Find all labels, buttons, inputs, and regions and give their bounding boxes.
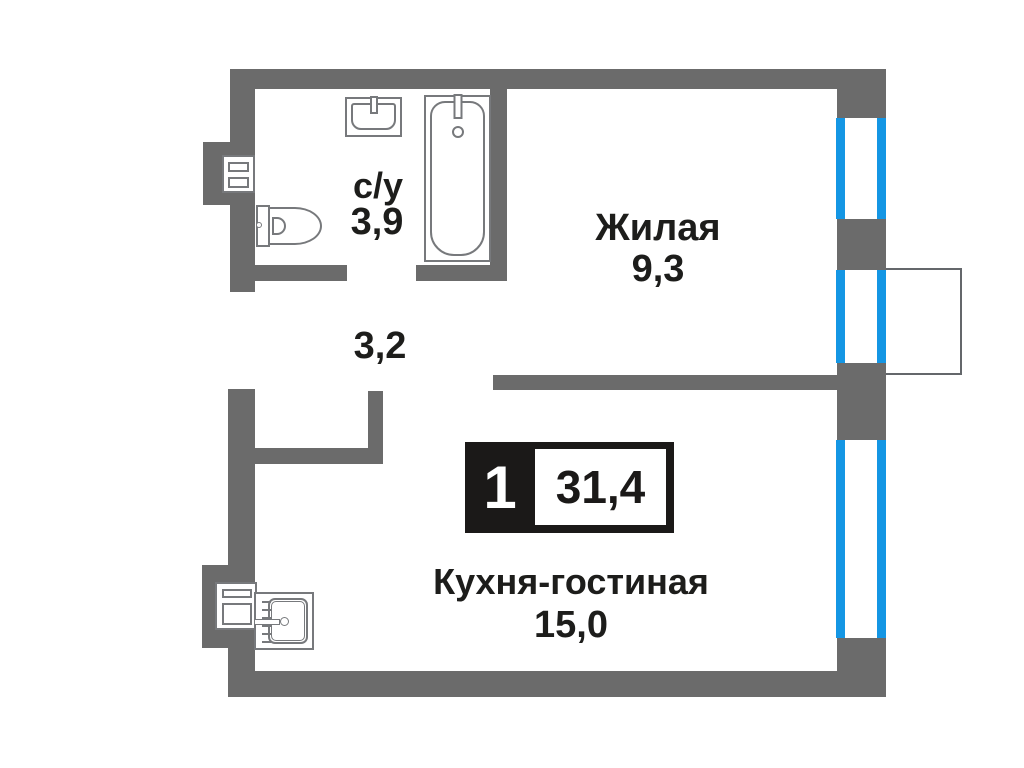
badge-rooms-count: 1 xyxy=(483,453,517,521)
room-area-kitchen: 15,0 xyxy=(534,604,608,646)
room-label-living: Жилая xyxy=(595,207,721,249)
washbasin-tap-icon xyxy=(369,96,378,114)
wall-hallway-vertical xyxy=(368,391,383,464)
shaft-duct xyxy=(222,589,252,598)
shaft-duct xyxy=(222,603,252,625)
shaft-duct xyxy=(228,162,249,172)
wall-bathroom-bottom-right xyxy=(416,265,507,281)
kitchen-sink-tap-icon xyxy=(254,619,280,625)
balcony-outline xyxy=(886,268,962,375)
room-area-living: 9,3 xyxy=(631,248,685,290)
window-kitchen-icon xyxy=(836,440,886,638)
window-living-upper-icon xyxy=(836,118,886,219)
bathtub-tub xyxy=(430,101,485,256)
kitchen-sink-drain-icon xyxy=(280,617,289,626)
shaft-box-bathroom-icon xyxy=(222,155,255,193)
room-area-bathroom: 3,9 xyxy=(350,201,404,243)
toilet-flush-button-icon xyxy=(256,222,262,228)
shaft-box-kitchen-icon xyxy=(215,582,257,630)
wall-living-kitchen-divider xyxy=(493,375,837,390)
apartment-badge: 1 31,4 xyxy=(465,442,674,533)
toilet-seat xyxy=(272,217,286,235)
wall-top xyxy=(230,69,886,89)
room-label-kitchen: Кухня-гостиная xyxy=(433,561,709,602)
kitchen-sink-icon xyxy=(254,592,314,650)
toilet-bowl xyxy=(268,207,322,245)
bathtub-icon xyxy=(424,94,491,262)
room-area-hallway: 3,2 xyxy=(353,325,407,367)
badge-total-area: 31,4 xyxy=(555,461,646,513)
window-living-lower-icon xyxy=(836,270,886,363)
wall-bottom xyxy=(228,671,886,697)
shaft-duct xyxy=(228,177,249,188)
bathtub-tap-icon xyxy=(453,94,462,119)
washbasin-icon xyxy=(345,96,402,137)
wall-bathroom-bottom-left xyxy=(255,265,347,281)
room-label-bathroom: с/у xyxy=(352,165,404,206)
bathtub-drain-icon xyxy=(451,126,464,138)
wall-bathroom-right xyxy=(490,89,507,281)
wall-hallway-horizontal xyxy=(255,448,383,464)
badge-total-area-box: 31,4 xyxy=(535,449,666,525)
